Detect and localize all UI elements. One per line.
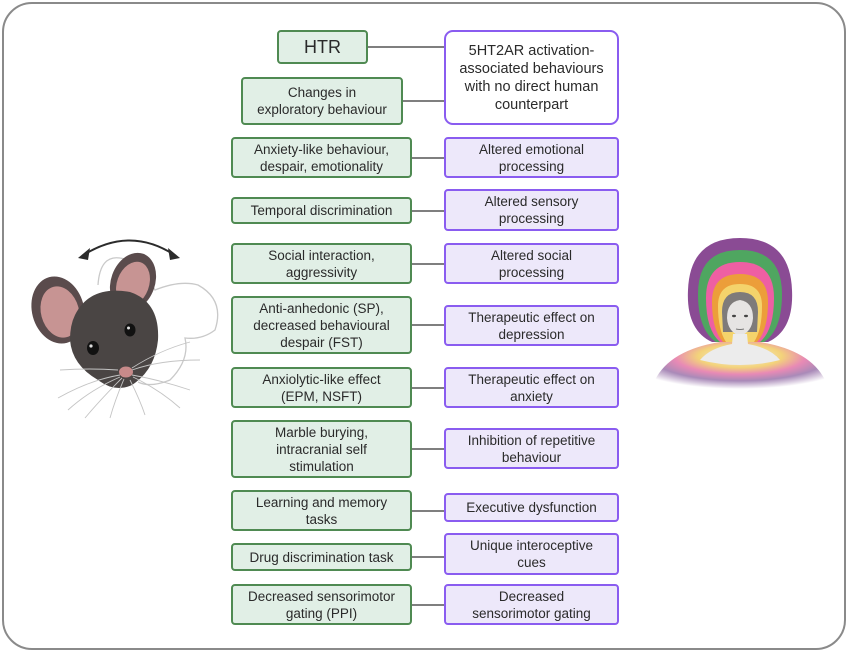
rodent-label: Anxiety-like behaviour, despair, emotion…: [253, 141, 390, 174]
rodent-label: Temporal discrimination: [250, 203, 393, 218]
rodent-label: Changes in exploratory behaviour: [257, 85, 387, 117]
rodent-behaviour-box: Anxiolytic-like effect (EPM, NSFT): [231, 367, 412, 408]
rodent-behaviour-box: Temporal discrimination: [231, 197, 412, 224]
human-label: Altered emotional processing: [478, 141, 585, 174]
connector-line: [412, 210, 444, 212]
human-label: Unique interoceptive cues: [469, 538, 594, 570]
human-label: Therapeutic effect on depression: [468, 309, 595, 342]
mouse-eye-right: [124, 323, 136, 337]
connector-line: [412, 448, 444, 450]
connector-line: [412, 510, 444, 512]
aura-shoulders: [655, 342, 825, 389]
human-counterpart-box: Therapeutic effect on anxiety: [444, 367, 619, 408]
human-counterpart-box: Unique interoceptive cues: [444, 533, 619, 575]
mouse-ear-left-inner: [40, 286, 80, 338]
human-label: Altered sensory processing: [484, 194, 579, 226]
rodent-behaviour-box: Social interaction, aggressivity: [231, 243, 412, 284]
human-face: [727, 300, 753, 336]
rodent-label: Learning and memory tasks: [255, 494, 388, 527]
human-counterpart-box: Inhibition of repetitive behaviour: [444, 428, 619, 469]
rodent-label: Anxiolytic-like effect (EPM, NSFT): [262, 371, 381, 404]
human-counterpart-box: Altered emotional processing: [444, 137, 619, 178]
mouse-head-turning-icon: [31, 239, 219, 419]
rodent-behaviour-box: Marble burying, intracranial self stimul…: [231, 420, 412, 478]
connector-line: [412, 387, 444, 389]
human-label: Inhibition of repetitive behaviour: [467, 432, 596, 465]
rodent-label: Drug discrimination task: [249, 549, 394, 565]
rodent-label: HTR: [304, 36, 341, 57]
arrow-head-left: [78, 248, 90, 260]
rodent-label: Social interaction, aggressivity: [268, 247, 375, 280]
head-turn-arrow: [81, 239, 177, 257]
rodent-behaviour-box: Learning and memory tasks: [231, 490, 412, 531]
mouse-eye-left: [87, 341, 99, 355]
connector-line: [412, 604, 444, 606]
connector-line: [368, 46, 444, 48]
connector-line: [412, 324, 444, 326]
human-counterpart-box: Altered sensory processing: [444, 189, 619, 231]
rodent-behaviour-box: Decreased sensorimotor gating (PPI): [231, 584, 412, 625]
connector-line: [412, 556, 444, 558]
rodent-label: Anti-anhedonic (SP), decreased behaviour…: [253, 300, 390, 350]
connector-line: [403, 100, 444, 102]
human-bust-with-colored-aura-icon: [655, 238, 825, 389]
rodent-behaviour-box: Anti-anhedonic (SP), decreased behaviour…: [231, 296, 412, 354]
mouse-whiskers: [57, 341, 201, 419]
rodent-behaviour-box: Anxiety-like behaviour, despair, emotion…: [231, 137, 412, 178]
arrow-head-right: [168, 248, 180, 260]
mouse-head: [70, 290, 159, 389]
human-box-no-counterpart: 5HT2AR activation- associated behaviours…: [444, 30, 619, 125]
rodent-behaviour-box: Drug discrimination task: [231, 543, 412, 571]
connector-line: [412, 157, 444, 159]
human-counterpart-box: Decreased sensorimotor gating: [444, 584, 619, 625]
human-counterpart-box: Therapeutic effect on depression: [444, 305, 619, 346]
rodent-box-exploratory: Changes in exploratory behaviour: [241, 77, 403, 125]
rodent-label: Decreased sensorimotor gating (PPI): [247, 588, 396, 621]
ghost-head-outline: [97, 257, 219, 386]
human-label: 5HT2AR activation- associated behaviours…: [459, 42, 604, 113]
human-label: Executive dysfunction: [466, 500, 597, 515]
human-counterpart-box: Altered social processing: [444, 243, 619, 284]
connector-line: [412, 263, 444, 265]
human-counterpart-box: Executive dysfunction: [444, 493, 619, 522]
rodent-label: Marble burying, intracranial self stimul…: [274, 424, 369, 474]
human-label: Decreased sensorimotor gating: [472, 588, 591, 621]
human-neck-torso: [700, 334, 780, 365]
human-label: Therapeutic effect on anxiety: [468, 371, 595, 404]
human-label: Altered social processing: [490, 247, 573, 280]
rodent-box-htr: HTR: [277, 30, 368, 64]
mouse-nose: [119, 366, 133, 378]
